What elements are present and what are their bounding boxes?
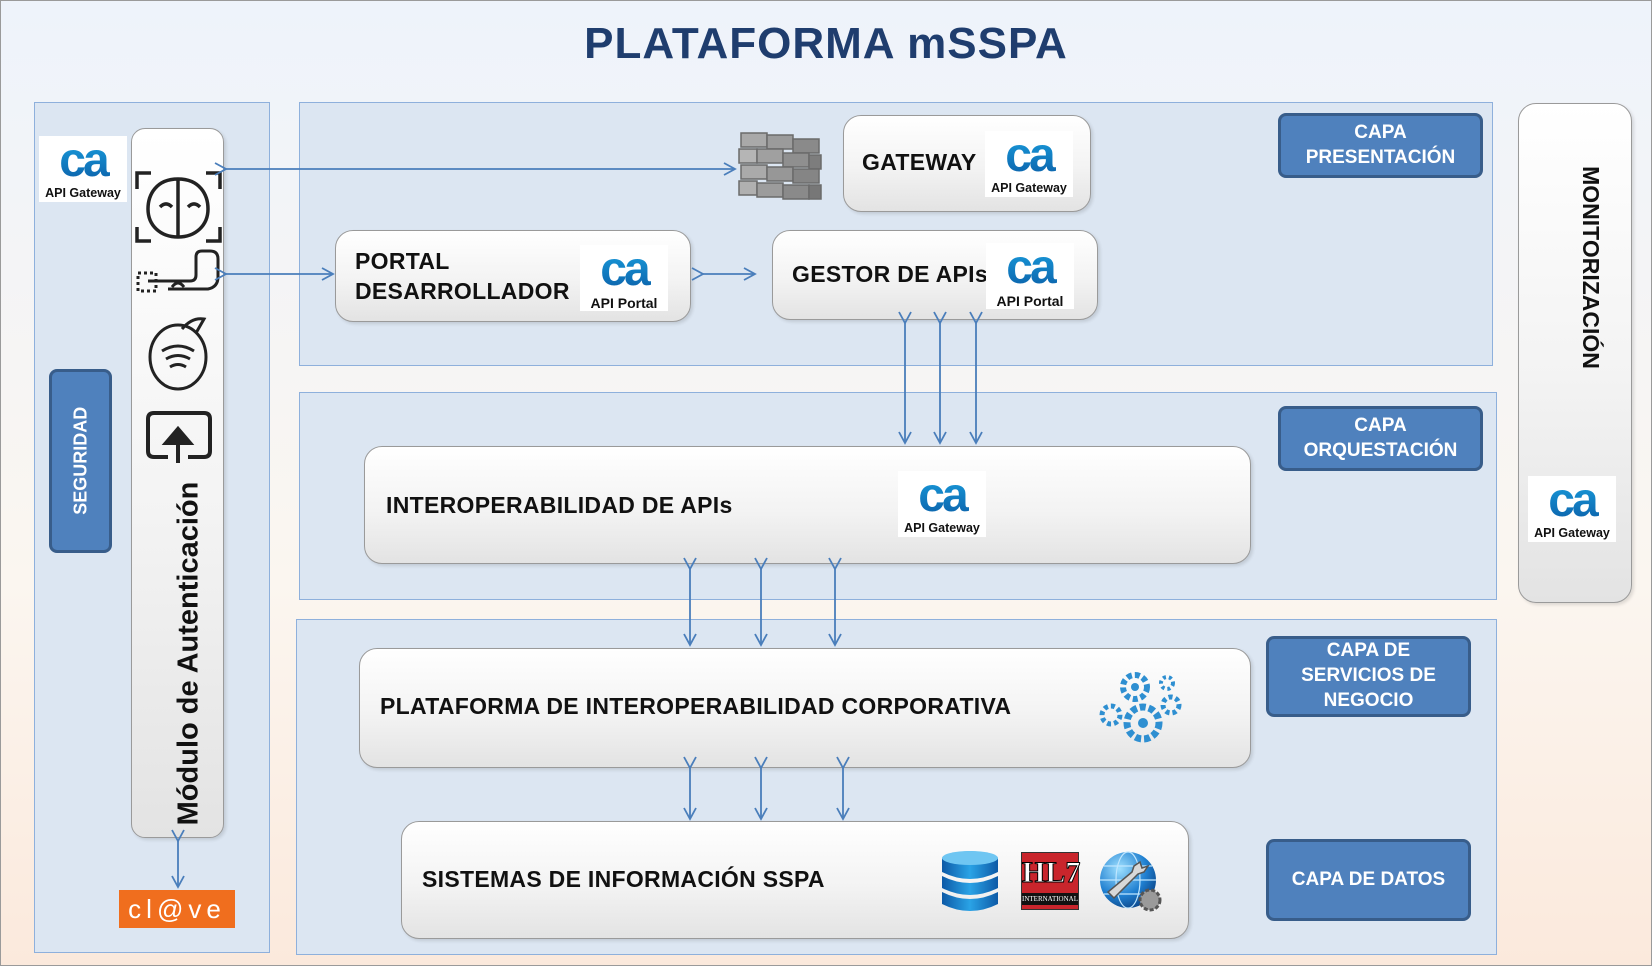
contactless-card-icon	[148, 317, 208, 391]
layer-tag-line2: PRESENTACIÓN	[1305, 146, 1456, 168]
face-recognition-icon	[135, 171, 222, 243]
api-manager-ca-logo: ca API Portal	[986, 243, 1074, 309]
portal-ca-logo: ca API Portal	[580, 245, 668, 311]
auth-module-box: Módulo de Autenticación	[131, 128, 224, 838]
ca-logo-mark: ca	[580, 246, 668, 294]
monitoring-box: MONITORIZACIÓN ca API Gateway	[1518, 103, 1632, 603]
data-layer-tag: CAPA DE DATOS	[1266, 839, 1471, 921]
ca-logo-mark: ca	[898, 472, 986, 520]
ca-logo-caption: API Portal	[996, 293, 1064, 309]
information-systems-label: SISTEMAS DE INFORMACIÓN SSPA	[422, 866, 825, 892]
ca-logo-mark: ca	[1528, 477, 1616, 525]
hl7-logo-mark: HL7	[1022, 856, 1081, 890]
layer-tag-line2: SERVICIOS DE	[1301, 665, 1436, 687]
gears-icon	[1099, 672, 1182, 743]
interop-ca-logo: ca API Gateway	[898, 471, 986, 537]
layer-tag-line3: NEGOCIO	[1323, 689, 1414, 711]
information-systems-box: SISTEMAS DE INFORMACIÓN SSPA HL7 INTERNA…	[401, 821, 1189, 939]
layer-tag-line2: ORQUESTACIÓN	[1303, 439, 1458, 461]
monitoring-ca-logo: ca API Gateway	[1528, 476, 1616, 542]
layer-tag-line1: CAPA DE DATOS	[1291, 868, 1446, 890]
orchestration-layer-tag: CAPA ORQUESTACIÓN	[1278, 406, 1483, 471]
database-icon	[942, 851, 998, 911]
fingerprint-touch-icon	[136, 249, 220, 293]
auth-icons	[135, 171, 222, 463]
ca-logo-mark: ca	[986, 244, 1074, 292]
layer-tag-line1: CAPA	[1354, 121, 1407, 143]
corporate-platform-label: PLATAFORMA DE INTEROPERABILIDAD CORPORAT…	[380, 693, 1012, 719]
layer-tag-line1: CAPA DE	[1326, 640, 1411, 662]
clave-logo: cl@ve	[119, 890, 235, 928]
ca-logo-caption: API Portal	[590, 295, 658, 311]
developer-portal-label-line2: DESARROLLADOR	[355, 278, 570, 304]
gateway-ca-logo: ca API Gateway	[985, 131, 1073, 197]
corporate-platform-box: PLATAFORMA DE INTEROPERABILIDAD CORPORAT…	[359, 648, 1251, 768]
firewall-icon	[738, 132, 822, 200]
layer-tag-line1: CAPA	[1354, 414, 1407, 436]
upload-certificate-icon	[146, 411, 212, 463]
security-ca-logo: ca API Gateway	[39, 136, 127, 202]
ca-logo-caption: API Gateway	[991, 181, 1067, 195]
ca-logo-caption: API Gateway	[904, 521, 980, 535]
ca-logo-caption: API Gateway	[45, 186, 121, 200]
developer-portal-label-line1: PORTAL	[355, 248, 450, 274]
globe-wrench-icon	[1100, 851, 1162, 912]
ca-logo-mark: ca	[985, 132, 1073, 180]
api-interop-box: INTEROPERABILIDAD DE APIs ca API Gateway	[364, 446, 1251, 564]
api-manager-label: GESTOR DE APIs	[792, 261, 988, 287]
hl7-logo: HL7 INTERNATIONAL	[1021, 852, 1081, 910]
security-tag: SEGURIDAD	[49, 369, 112, 553]
ca-logo-mark: ca	[39, 137, 127, 185]
presentation-layer-tag: CAPA PRESENTACIÓN	[1278, 113, 1483, 178]
gateway-label: GATEWAY	[862, 149, 977, 175]
page-title: PLATAFORMA mSSPA	[584, 19, 1068, 68]
ca-logo-caption: API Gateway	[1534, 526, 1610, 540]
api-interop-label: INTEROPERABILIDAD DE APIs	[386, 492, 733, 518]
gateway-box: GATEWAY ca API Gateway	[843, 115, 1091, 212]
api-manager-box: GESTOR DE APIs ca API Portal	[772, 230, 1098, 320]
developer-portal-box: PORTAL DESARROLLADOR ca API Portal	[335, 230, 691, 322]
hl7-logo-caption: INTERNATIONAL	[1022, 893, 1078, 905]
